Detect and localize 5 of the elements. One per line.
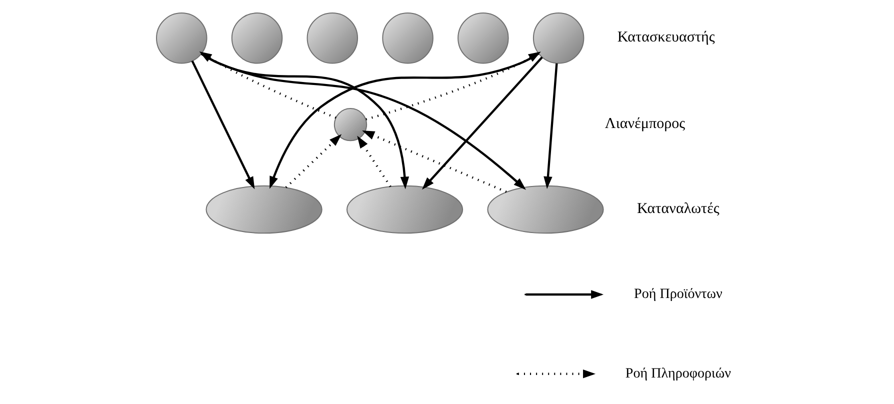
legend-label: Ροή Πληροφοριών [624, 365, 730, 382]
label: Καταναλωτές [636, 200, 719, 217]
legend-label: Ροή Προϊόντων [634, 286, 722, 302]
label: Κατασκευαστής [616, 29, 714, 46]
label: Λιανέμπορος [604, 116, 685, 132]
